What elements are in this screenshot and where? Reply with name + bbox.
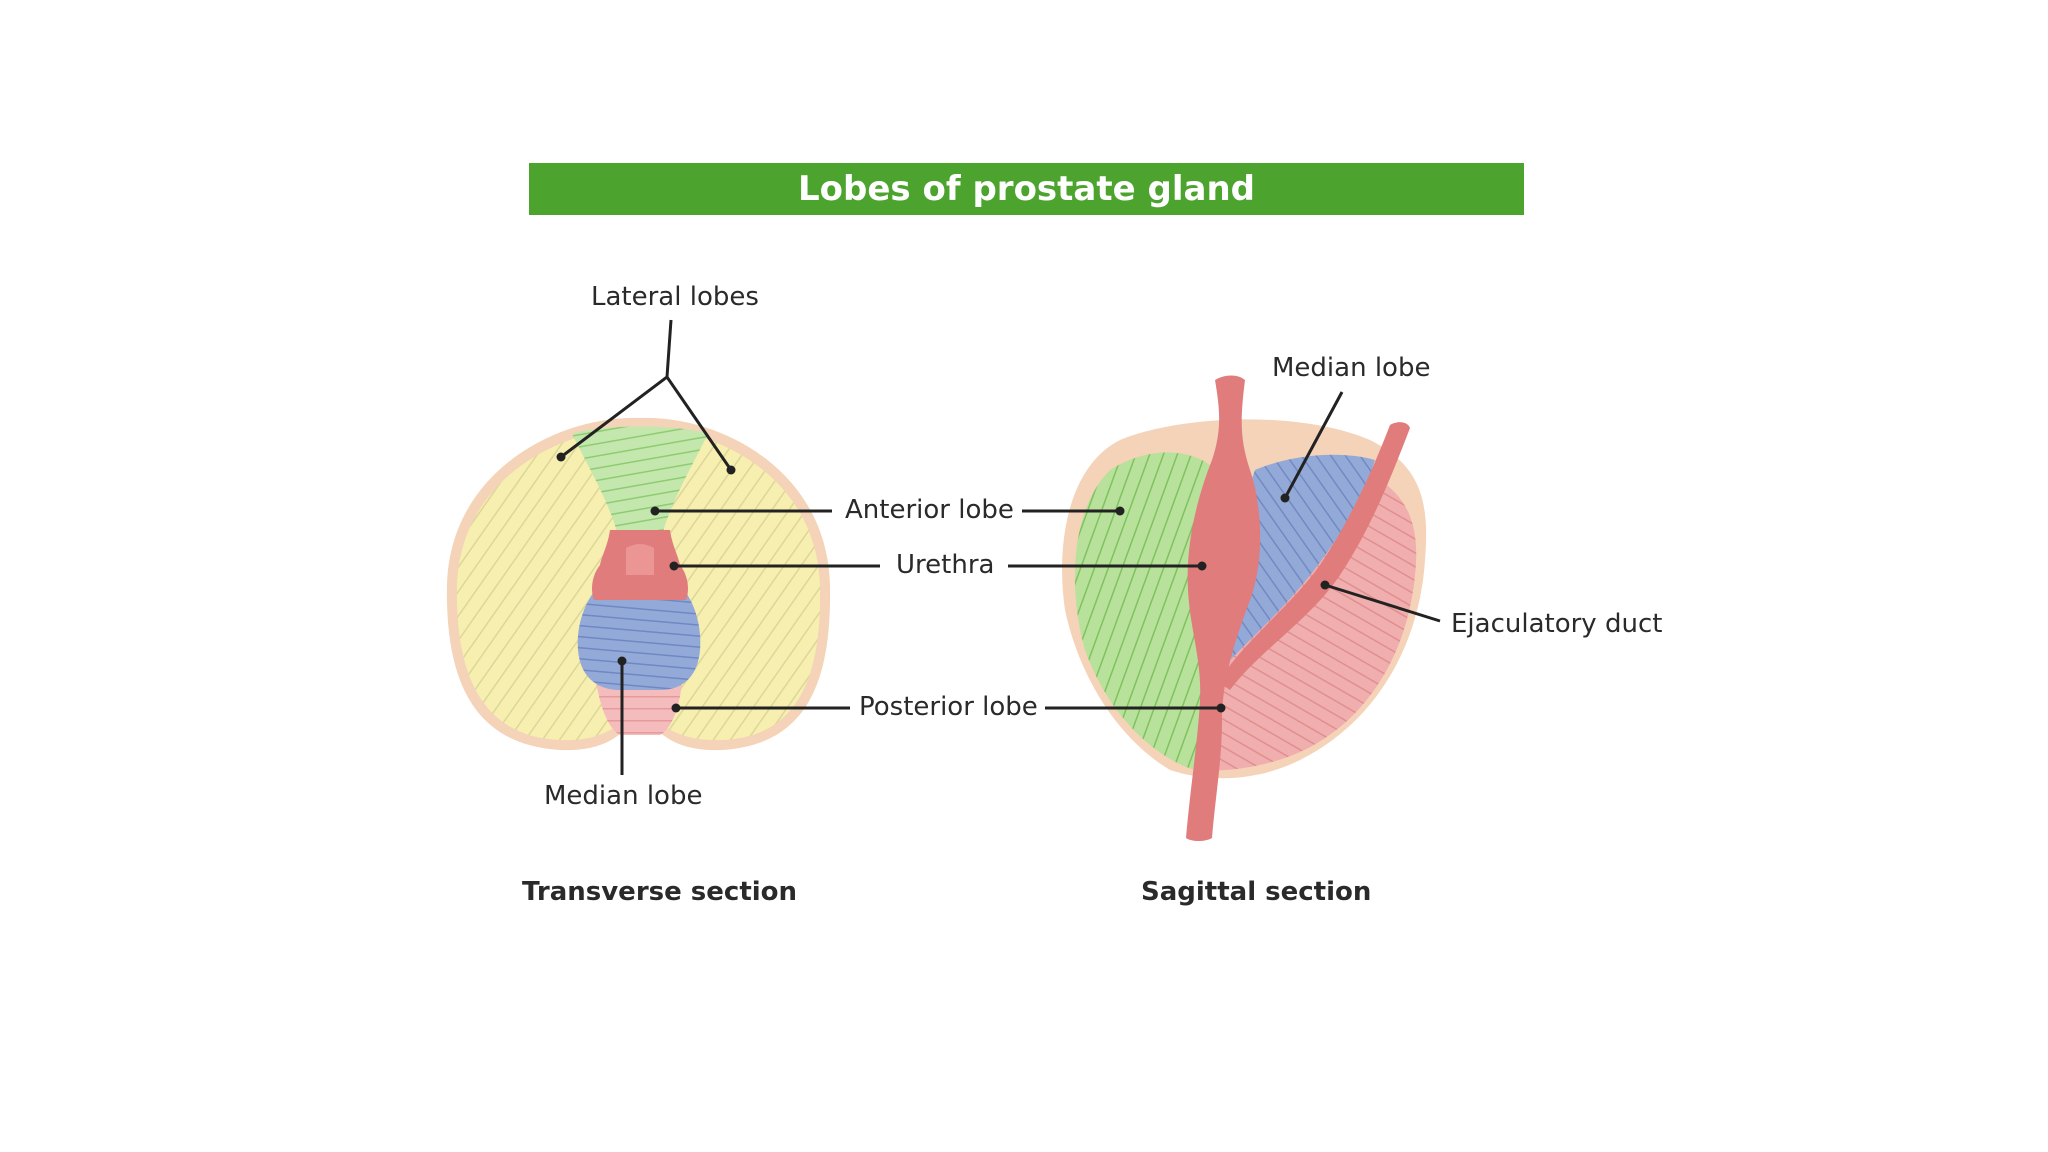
sagittal-ejaculatory-duct (1218, 422, 1410, 690)
label-median-lobe-sagittal: Median lobe (1272, 353, 1431, 383)
sagittal-median-lobe (1223, 454, 1375, 665)
sagittal-anterior-lobe (1074, 452, 1211, 770)
transverse-section-illustration (446, 417, 831, 751)
diagram-title: Lobes of prostate gland (529, 163, 1524, 215)
label-posterior-lobe: Posterior lobe (859, 692, 1038, 722)
caption-transverse-section: Transverse section (522, 877, 798, 907)
label-anterior-lobe: Anterior lobe (845, 495, 1014, 525)
transverse-posterior-lobe (596, 680, 682, 735)
caption-sagittal-section: Sagittal section (1141, 877, 1372, 907)
sagittal-section-illustration (1062, 375, 1427, 841)
sagittal-posterior-lobe (1200, 480, 1417, 771)
label-urethra: Urethra (896, 550, 995, 580)
leader-lines (556, 319, 1441, 775)
label-ejaculatory-duct: Ejaculatory duct (1451, 609, 1663, 639)
transverse-anterior-lobe (572, 426, 708, 535)
transverse-median-lobe (577, 585, 701, 690)
label-median-lobe-transverse: Median lobe (544, 781, 703, 811)
label-lateral-lobes: Lateral lobes (591, 282, 759, 312)
sagittal-urethra (1186, 375, 1261, 841)
